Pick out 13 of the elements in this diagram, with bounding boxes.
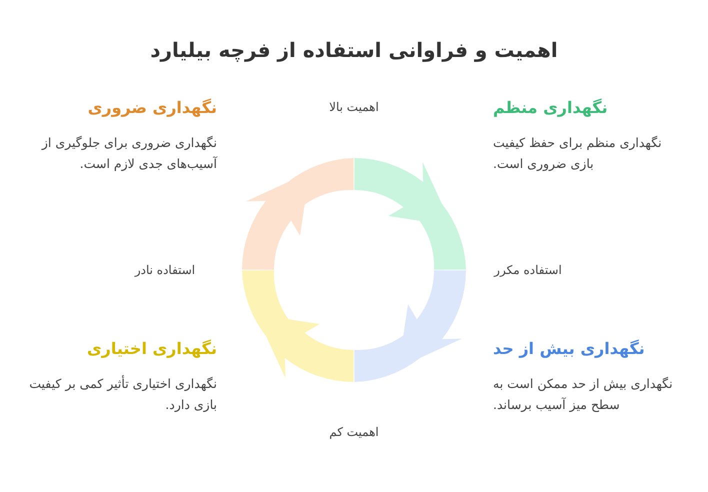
quadrant-description: نگهداری بیش از حد ممکن است به سطح میز آسیب برساند. (493, 375, 674, 414)
axis-label: اهمیت بالا (328, 100, 380, 114)
quadrant-heading: نگهداری ضروری (86, 98, 217, 117)
quadrant-description: نگهداری منظم برای حفظ کیفیت بازی ضروری است. (493, 134, 663, 173)
quadrant-heading: نگهداری منظم (493, 98, 609, 117)
quadrant-heading: نگهداری بیش از حد (493, 339, 646, 358)
diagram-title: اهمیت و فراوانی استفاده از فرچه بیلیارد (149, 38, 559, 62)
quadrant-heading: نگهداری اختیاری (86, 339, 217, 358)
axis-label: استفاده نادر (133, 263, 196, 277)
quadrant-description: نگهداری اختیاری تأثیر کمی بر کیفیت بازی دارد. (28, 374, 217, 414)
axis-label: اهمیت کم (328, 425, 380, 439)
quadrant-description: نگهداری ضروری برای جلوگیری از آسیب‌های جدی لازم است. (40, 134, 217, 173)
axis-label: استفاده مکرر (492, 263, 563, 277)
